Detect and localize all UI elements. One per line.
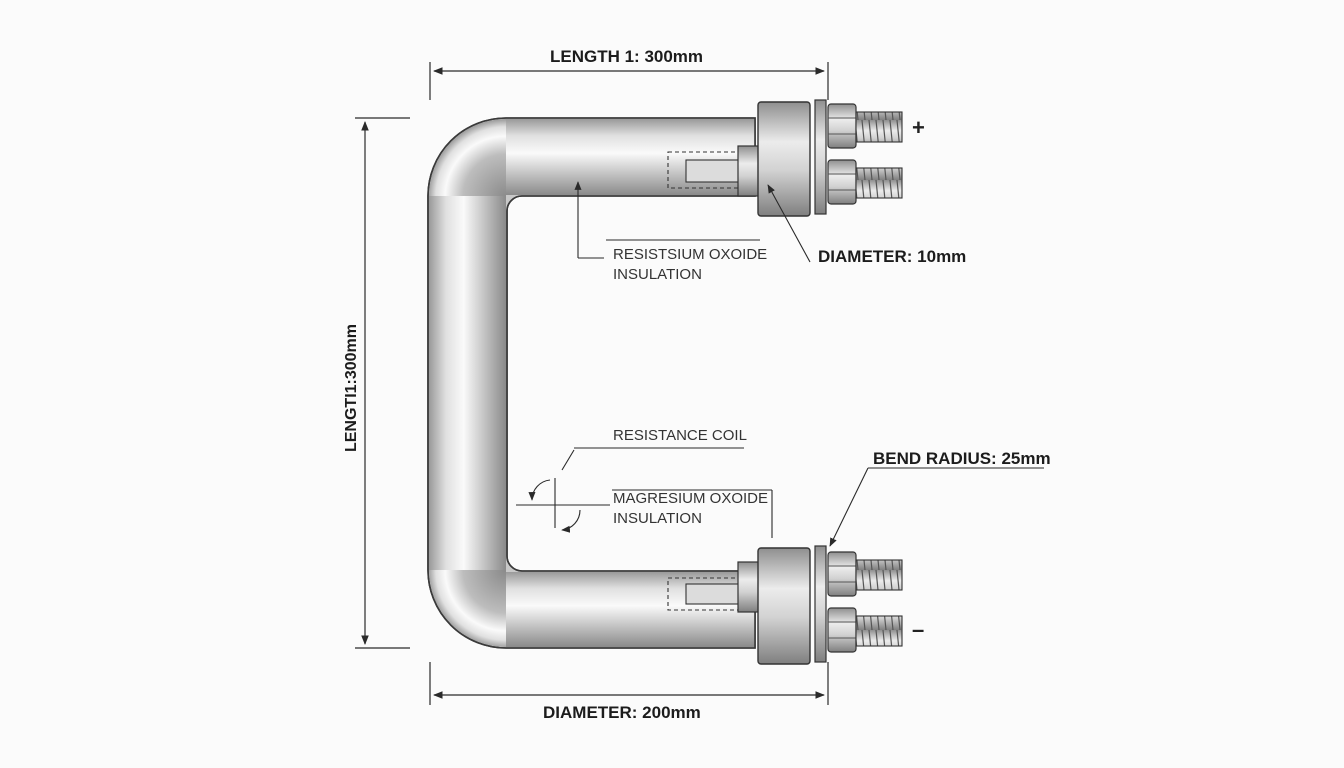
- resistance-coil-label: RESISTANCE COIL: [613, 427, 747, 444]
- top-length-label: LENGTH 1: 300mm: [550, 47, 704, 66]
- insulation-bottom-label-line2: INSULATION: [613, 510, 702, 527]
- negative-terminal-sign: –: [912, 617, 925, 642]
- insulation-top-label-line1: RESISTSIUM OXOIDE: [613, 246, 768, 263]
- bottom-diameter-label: DIAMETER: 200mm: [543, 703, 701, 722]
- terminal-diameter-label: DIAMETER: 10mm: [818, 247, 967, 266]
- insulation-bottom-label-line1: MAGRESIUM OXOIDE: [613, 490, 769, 507]
- side-length-label: LENGTI1:300mm: [343, 323, 360, 453]
- positive-terminal-sign: +: [912, 115, 925, 140]
- insulation-top-label-line2: INSULATION: [613, 266, 702, 283]
- leader-lines: [516, 181, 1044, 547]
- terminal-top: [737, 99, 903, 217]
- internal-cutaway: [667, 151, 749, 611]
- bend-radius-label: BEND RADIUS: 25mm: [873, 449, 1051, 468]
- heating-tube: [427, 117, 756, 649]
- terminal-bottom: [737, 545, 903, 665]
- dimension-lines: [355, 62, 829, 705]
